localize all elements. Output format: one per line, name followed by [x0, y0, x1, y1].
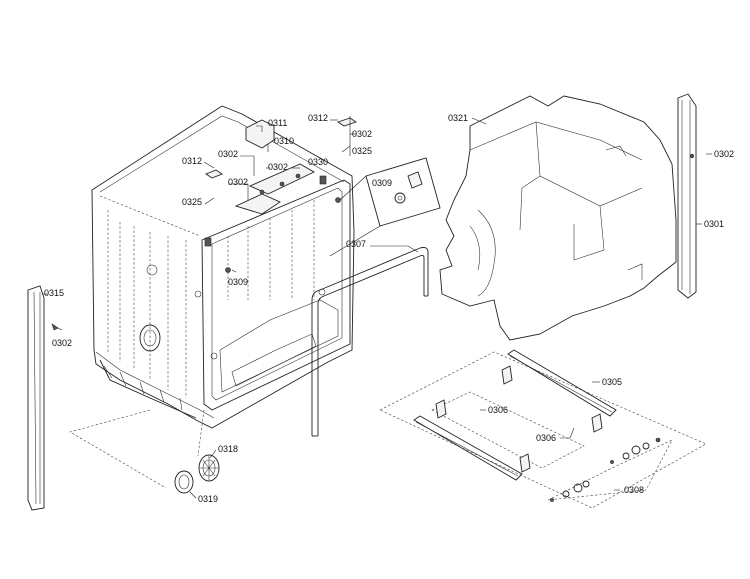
callout-labels: 0311 0310 0312 0302 0302 0330 0302 0325 … [44, 113, 734, 504]
door-gasket-0307 [311, 247, 429, 437]
label-0301: 0301 [704, 219, 724, 229]
label-0302-top-left: 0302 [218, 149, 238, 159]
label-0307: 0307 [346, 239, 366, 249]
label-0325-right: 0325 [352, 146, 372, 156]
side-strip-0301 [677, 93, 697, 299]
label-0318: 0318 [218, 444, 238, 454]
label-0302-mid: 0302 [268, 162, 288, 172]
label-0315: 0315 [44, 288, 64, 298]
label-0319: 0319 [198, 494, 218, 504]
label-0302-lower-left: 0302 [228, 177, 248, 187]
insulation-blanket-0321 [439, 95, 677, 341]
label-0321: 0321 [448, 113, 468, 123]
tub-assembly [91, 105, 358, 429]
detail-box-0309 [329, 157, 441, 257]
label-0306-lower: 0306 [536, 433, 556, 443]
leader-lines [42, 116, 712, 499]
label-0302-far-left: 0302 [52, 338, 72, 348]
label-0309-tub: 0309 [228, 277, 248, 287]
label-0305: 0305 [602, 377, 622, 387]
label-0310: 0310 [274, 136, 294, 146]
label-0306-upper: 0306 [488, 405, 508, 415]
label-0302-right: 0302 [352, 129, 372, 139]
label-0312-left: 0312 [182, 156, 202, 166]
label-0312-right: 0312 [308, 113, 328, 123]
label-0311: 0311 [268, 118, 287, 128]
drain-parts [69, 409, 220, 494]
label-0309-detail: 0309 [372, 178, 392, 188]
label-0302-far-right: 0302 [714, 149, 734, 159]
label-0325-left: 0325 [182, 197, 202, 207]
side-strip-0315 [27, 285, 63, 511]
label-0308: 0308 [624, 485, 644, 495]
label-0330: 0330 [308, 157, 328, 167]
base-rails-assembly [379, 349, 707, 509]
